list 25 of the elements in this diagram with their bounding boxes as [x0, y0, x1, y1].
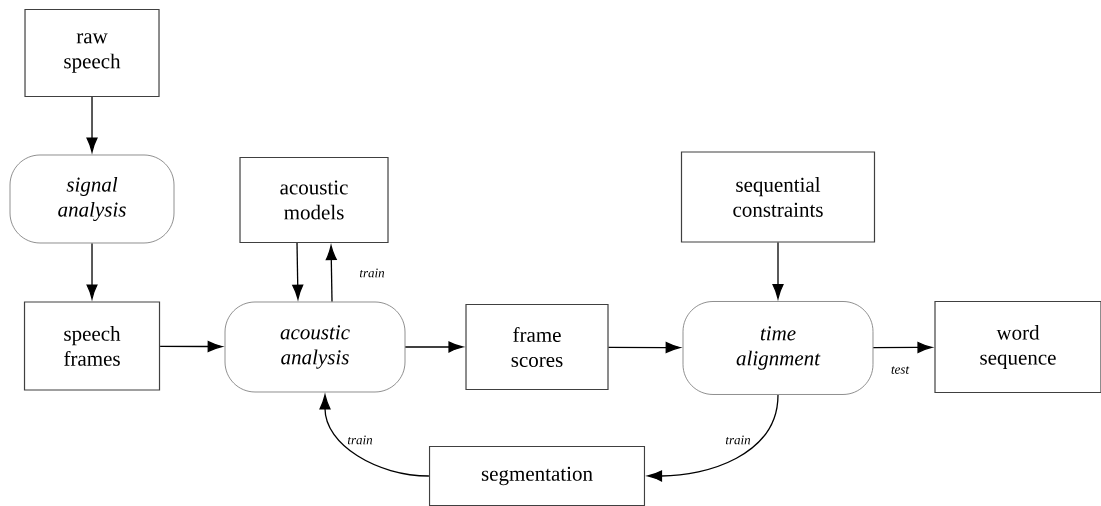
arrow	[159, 340, 223, 353]
process-box: raw speech	[24, 8, 160, 98]
rounded-process-box: signal analysis	[9, 154, 175, 244]
process-box: acoustic models	[239, 156, 389, 244]
rounded-process-box: acoustic analysis	[224, 301, 406, 393]
rounded-process-box: time alignment	[682, 301, 874, 395]
process-box: word sequence	[934, 300, 1101, 394]
arrow	[319, 394, 430, 477]
arrow	[86, 96, 98, 153]
process-box: sequential constraints	[680, 151, 876, 243]
arrow	[292, 242, 304, 300]
arrow	[772, 241, 784, 299]
arrow	[325, 245, 337, 303]
arrow	[86, 242, 98, 300]
edge-label: train	[358, 267, 386, 279]
edge-label: test	[889, 365, 910, 375]
arrow	[607, 341, 681, 354]
arrow	[647, 394, 779, 482]
edge-label: train	[724, 434, 752, 446]
process-box: frame scores	[465, 303, 609, 391]
process-box: speech frames	[23, 301, 161, 391]
arrow	[872, 341, 933, 353]
arrow	[404, 341, 464, 353]
process-box: segmentation	[428, 445, 646, 506]
edge-label: train	[346, 434, 374, 446]
